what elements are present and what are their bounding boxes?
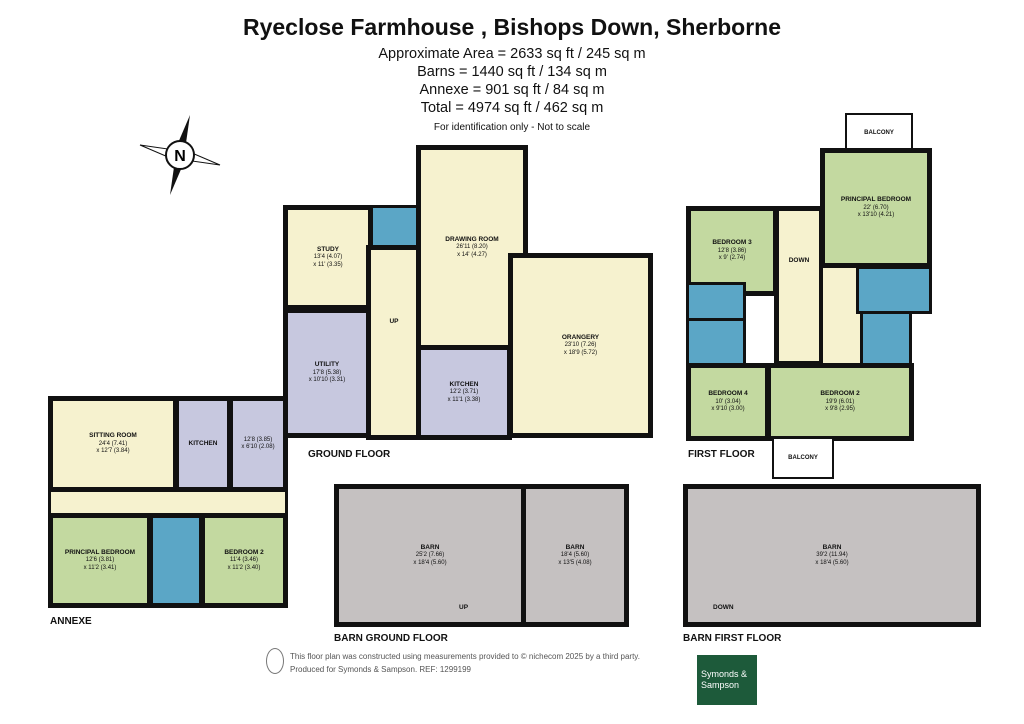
footer-line-2: Produced for Symonds & Sampson. REF: 129…	[290, 665, 471, 674]
room-hall: UP	[366, 245, 422, 440]
label-barn-first-floor: BARN FIRST FLOOR	[683, 633, 782, 644]
disclaimer: For identification only - Not to scale	[433, 122, 591, 133]
room-bathroom	[686, 318, 746, 366]
room-annexe-room: 12'8 (3.85)x 6'10 (2.08)	[228, 396, 288, 492]
label-first-floor: FIRST FLOOR	[688, 449, 755, 460]
person-icon	[266, 648, 284, 674]
footer-line-1: This floor plan was constructed using me…	[290, 652, 640, 661]
barn-up-label: UP	[459, 603, 469, 611]
area-barns: Barns = 1440 sq ft / 134 sq m	[417, 64, 607, 80]
area-annexe: Annexe = 901 sq ft / 84 sq m	[419, 82, 605, 98]
room-wc	[370, 205, 420, 250]
compass-icon: N	[139, 115, 221, 195]
area-total: Total = 4974 sq ft / 462 sq m	[420, 100, 604, 116]
room-landing: DOWN	[774, 206, 824, 366]
room-annexe-bathroom	[148, 513, 204, 608]
balcony-bottom: BALCONY	[772, 439, 834, 479]
agent-logo: Symonds & Sampson	[697, 655, 757, 705]
label-annexe: ANNEXE	[50, 616, 92, 627]
label-ground-floor: GROUND FLOOR	[308, 449, 391, 460]
room-ensuite-2	[860, 310, 912, 368]
page-title: Ryeclose Farmhouse , Bishops Down, Sherb…	[242, 14, 782, 40]
barn-down-label: DOWN	[713, 603, 734, 611]
compass-letter: N	[174, 148, 186, 165]
room-ensuite-principal	[856, 266, 932, 314]
room-annexe-kitchen: KITCHEN	[174, 396, 232, 492]
room-ensuite-3	[686, 282, 746, 322]
footer: This floor plan was constructed using me…	[268, 650, 640, 676]
area-approx: Approximate Area = 2633 sq ft / 245 sq m	[378, 46, 646, 62]
label-barn-ground-floor: BARN GROUND FLOOR	[334, 633, 448, 644]
balcony-top: BALCONY	[845, 113, 913, 153]
